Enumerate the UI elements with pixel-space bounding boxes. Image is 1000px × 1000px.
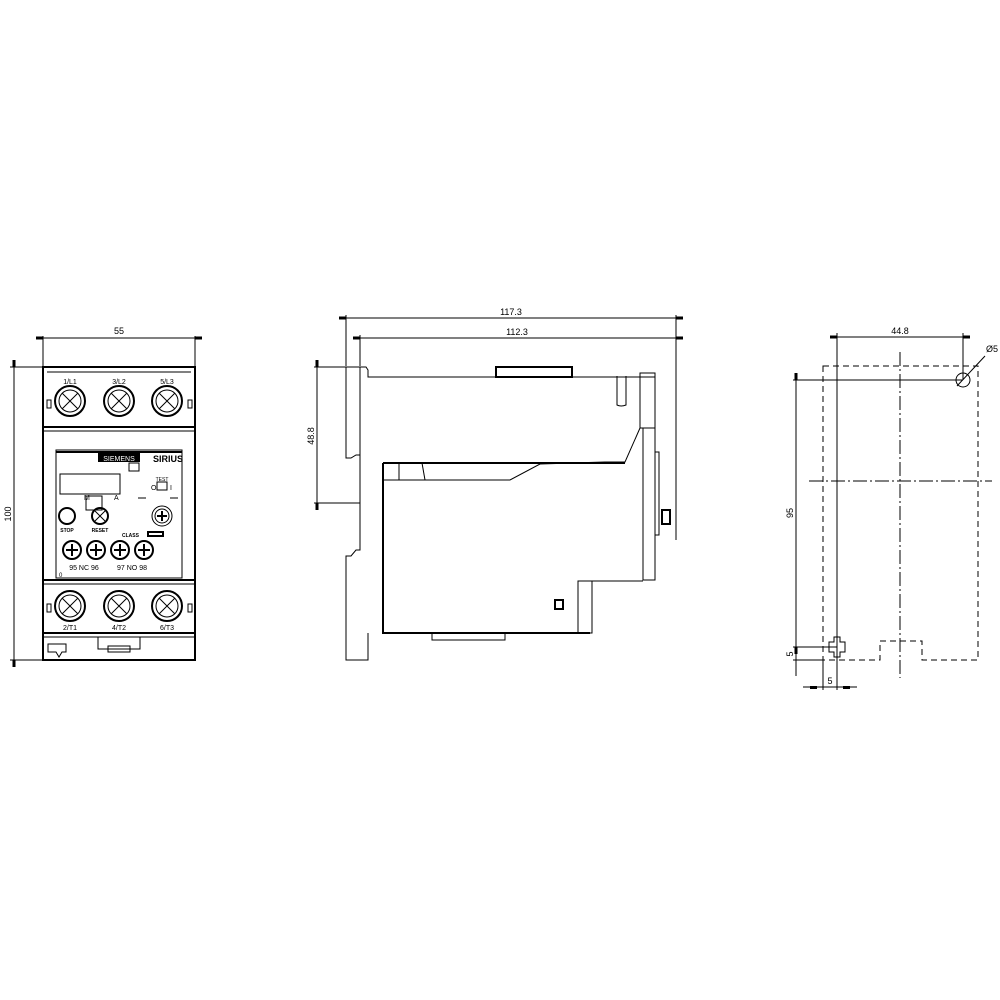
- reset-button[interactable]: [91, 507, 109, 525]
- offset-v-dimension: 5: [785, 651, 795, 656]
- mode-i-label: I: [170, 485, 172, 492]
- device-outline: [42, 366, 196, 661]
- height-dimension: 100: [3, 506, 13, 521]
- mode-o-label: O: [151, 485, 157, 492]
- no-contacts-label: 97 NO 98: [117, 565, 147, 572]
- terminal-label: 3/L2: [112, 379, 126, 386]
- device-footprint: [822, 365, 979, 661]
- terminal-screw-icon[interactable]: [54, 590, 86, 622]
- terminal-label: 2/T1: [63, 625, 77, 632]
- reset-label: RESET: [92, 528, 109, 534]
- test-label: TEST: [156, 477, 169, 483]
- siemens-logo: SIEMENS: [103, 456, 135, 463]
- side-view: 117.3 112.3 48.8: [306, 307, 683, 661]
- mounting-slot-icon: [828, 636, 846, 658]
- hole-diameter-dimension: Ø5: [986, 344, 998, 354]
- test-switch[interactable]: [156, 481, 168, 491]
- width-dimension: 55: [114, 326, 124, 336]
- bottom-terminals: 2/T1 4/T2 6/T3: [54, 590, 183, 632]
- current-setting-dial[interactable]: [151, 505, 173, 527]
- total-depth-dimension: 117.3: [500, 307, 522, 317]
- nc-contacts-label: 95 NC 96: [69, 565, 99, 572]
- product-name: SIRIUS: [153, 454, 183, 464]
- front-view: 55 100 1/L1 3/L2 5/L3 SIEMENS: [3, 326, 202, 667]
- dial-a-label: A: [114, 495, 119, 502]
- terminal-screw-icon[interactable]: [103, 385, 135, 417]
- hole-spacing-v-dimension: 95: [785, 508, 795, 518]
- terminal-label: 1/L1: [63, 379, 77, 386]
- stop-button[interactable]: [58, 507, 76, 525]
- class-label: CLASS: [122, 533, 140, 539]
- din-clip-icon: [47, 643, 67, 658]
- side-button: [661, 509, 671, 525]
- front-panel: SIEMENS SIRIUS M A TEST O I STOP RESET C…: [55, 449, 183, 579]
- terminal-screw-icon[interactable]: [103, 590, 135, 622]
- offset-h-dimension: 5: [827, 676, 832, 686]
- terminal-label: 6/T3: [160, 625, 174, 632]
- dial-m-label: M: [84, 495, 90, 502]
- body-depth-dimension: 112.3: [506, 327, 528, 337]
- rail-height-dimension: 48.8: [306, 427, 316, 445]
- stop-label: STOP: [60, 528, 74, 534]
- top-terminals: 1/L1 3/L2 5/L3: [54, 379, 183, 417]
- corner-mark: 0: [59, 573, 63, 579]
- terminal-label: 4/T2: [112, 625, 126, 632]
- terminal-screw-icon[interactable]: [151, 590, 183, 622]
- hole-spacing-h-dimension: 44.8: [891, 326, 909, 336]
- terminal-screw-icon[interactable]: [54, 385, 86, 417]
- auxiliary-contacts: [62, 540, 154, 560]
- mounting-view: 44.8 Ø5 95 5 5: [785, 326, 998, 690]
- terminal-screw-icon[interactable]: [151, 385, 183, 417]
- din-rail-clip: [345, 366, 655, 661]
- terminal-label: 5/L3: [160, 379, 174, 386]
